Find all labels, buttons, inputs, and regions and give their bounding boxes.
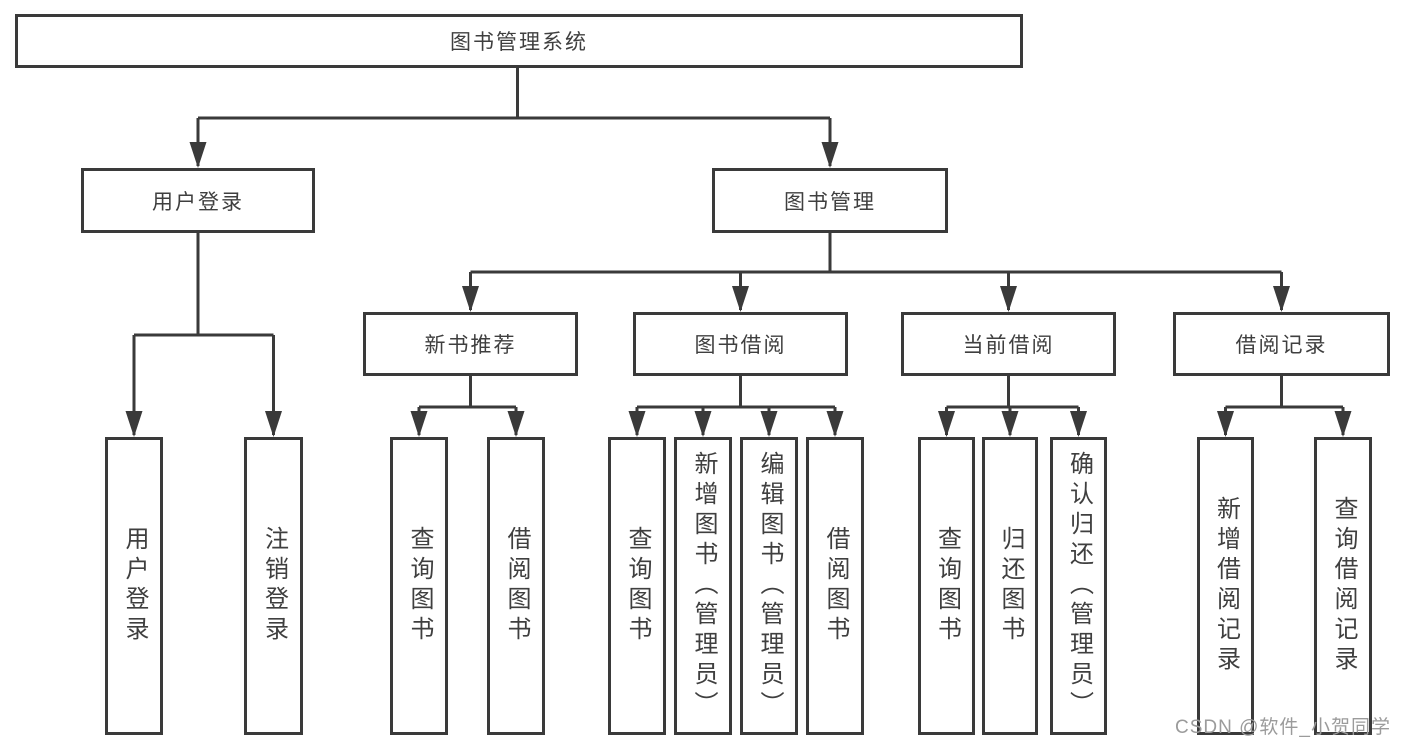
- node-new-book-recommend: 新书推荐: [363, 312, 578, 376]
- arrowhead: [189, 142, 207, 168]
- node-label: 当前借阅: [962, 334, 1055, 357]
- arrowhead: [507, 411, 525, 437]
- arrowhead: [410, 411, 428, 437]
- leaf-query-books-2: 查询图书: [608, 437, 666, 735]
- leaf-query-books-1: 查询图书: [390, 437, 448, 735]
- arrowhead: [760, 411, 778, 437]
- node-label: 图书借阅: [694, 334, 787, 357]
- node-current-borrowing: 当前借阅: [901, 312, 1116, 376]
- node-label: 用户登录: [152, 190, 244, 214]
- node-label: 注销登录: [260, 526, 288, 646]
- arrowhead: [1000, 286, 1017, 312]
- leaf-query-borrow-record: 查询借阅记录: [1314, 437, 1372, 735]
- arrowhead: [462, 286, 479, 312]
- arrowhead: [938, 411, 955, 437]
- connector-new-book-rec: [417, 376, 518, 435]
- arrowhead: [821, 142, 839, 168]
- node-book-borrowing: 图书借阅: [633, 312, 848, 376]
- node-label: 查询图书: [624, 526, 651, 646]
- leaf-borrow-books-1: 借阅图书: [487, 437, 545, 735]
- node-label: 查询图书: [406, 526, 433, 646]
- node-label: 图书管理: [784, 190, 876, 214]
- leaf-query-books-3: 查询图书: [918, 437, 975, 735]
- connector-root: [196, 68, 832, 166]
- leaf-add-books-admin: 新增图书（管理员）: [674, 437, 732, 735]
- connector-book-mgmt: [469, 233, 1283, 310]
- leaf-borrow-books-2: 借阅图书: [806, 437, 864, 735]
- connector-borrow-records: [1224, 376, 1345, 435]
- arrowhead: [1070, 411, 1087, 437]
- connector-book-borrow: [635, 376, 837, 435]
- node-label: 新增借阅记录: [1212, 496, 1240, 676]
- node-label: 查询图书: [933, 526, 961, 646]
- node-borrowing-records: 借阅记录: [1173, 312, 1390, 376]
- node-label: 新增图书（管理员）: [690, 451, 717, 721]
- node-user-login: 用户登录: [81, 168, 315, 233]
- leaf-return-books: 归还图书: [982, 437, 1038, 735]
- csdn-watermark: CSDN @软件_小贺同学: [1175, 717, 1391, 738]
- node-label: 用户登录: [121, 526, 148, 646]
- node-book-management-system: 图书管理系统: [15, 14, 1023, 68]
- node-label: 查询借阅记录: [1330, 496, 1357, 676]
- node-book-management: 图书管理: [712, 168, 948, 233]
- arrowhead: [694, 411, 712, 437]
- connector-user-login: [132, 233, 275, 435]
- leaf-user-login: 用户登录: [105, 437, 163, 735]
- arrowhead: [265, 411, 282, 437]
- arrowhead: [1001, 411, 1019, 437]
- node-label: 借阅图书: [503, 526, 530, 646]
- arrowhead: [628, 411, 646, 437]
- node-label: 图书管理系统: [450, 31, 588, 54]
- node-label: 归还图书: [997, 526, 1024, 646]
- arrowhead: [1334, 411, 1352, 437]
- arrowhead: [732, 286, 749, 312]
- node-label: 借阅图书: [822, 526, 849, 646]
- arrowhead: [1217, 411, 1234, 437]
- node-label: 确认归还（管理员）: [1065, 451, 1093, 721]
- leaf-edit-books-admin: 编辑图书（管理员）: [740, 437, 798, 735]
- node-label: 编辑图书（管理员）: [756, 451, 783, 721]
- node-label: 新书推荐: [424, 334, 517, 357]
- leaf-logout: 注销登录: [244, 437, 303, 735]
- leaf-add-borrow-record: 新增借阅记录: [1197, 437, 1254, 735]
- leaf-confirm-return-admin: 确认归还（管理员）: [1050, 437, 1107, 735]
- node-label: 借阅记录: [1235, 334, 1328, 357]
- arrowhead: [826, 411, 844, 437]
- arrowhead: [125, 411, 143, 437]
- arrowhead: [1273, 286, 1290, 312]
